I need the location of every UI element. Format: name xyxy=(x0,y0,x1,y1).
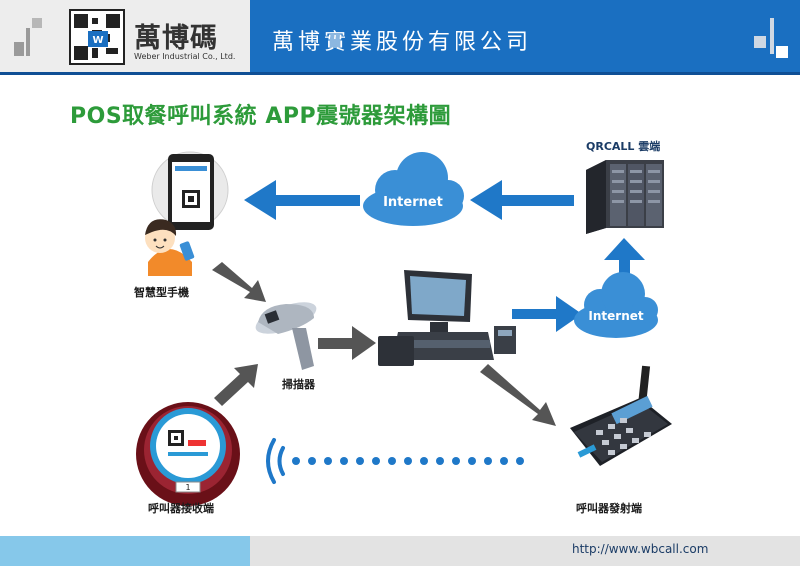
barcode-scanner-icon xyxy=(255,302,317,370)
receiver-label: 呼叫器接收端 xyxy=(148,502,214,515)
smartphone-icon xyxy=(151,151,229,230)
wireless-signal-icon xyxy=(266,438,285,484)
cloud-top-icon xyxy=(363,152,464,226)
page-title: POS取餐呼叫系統 APP震號器架構圖 xyxy=(70,104,452,129)
arrow-head-scanner-to-pos xyxy=(352,326,376,360)
pos-terminal-icon xyxy=(378,270,516,366)
footer-right-bar xyxy=(250,536,800,566)
logo-english-name: Weber Industrial Co., Ltd. xyxy=(134,52,236,61)
scanner-label: 掃描器 xyxy=(282,378,315,391)
arrow-pos-to-cloud xyxy=(512,309,564,319)
grey-arrows xyxy=(212,262,556,426)
internet-top-label: Internet xyxy=(383,195,443,210)
website-url[interactable]: http://www.wbcall.com xyxy=(572,542,709,556)
cloud-mid-icon xyxy=(574,272,658,338)
qr-logo-icon: W xyxy=(69,9,125,65)
qrcall-cloud-label: QRCALL 雲端 xyxy=(586,140,661,153)
arrow-pos-to-transmitter xyxy=(480,364,556,426)
arrow-cloud-to-phone xyxy=(270,195,360,206)
company-name: 萬博實業股份有限公司 xyxy=(272,30,533,55)
corner-deco-left-icon xyxy=(14,18,42,56)
logo-chinese-name: 萬博碼 xyxy=(134,23,218,54)
arrow-head-pos-to-cloud xyxy=(556,296,582,332)
arrow-cloud-to-server xyxy=(619,252,630,274)
smartphone-label: 智慧型手機 xyxy=(134,286,189,299)
header-divider xyxy=(0,72,800,75)
arrow-receiver-to-scanner xyxy=(214,364,258,406)
svg-text:W: W xyxy=(92,35,103,46)
server-rack-icon xyxy=(586,160,664,234)
arrow-head-cloud-to-phone xyxy=(244,180,276,220)
header-right-panel xyxy=(250,0,800,72)
pager-receiver-icon: 1 xyxy=(136,402,240,506)
svg-text:1: 1 xyxy=(185,483,190,492)
pager-transmitter-icon xyxy=(570,365,672,466)
blue-arrows xyxy=(244,180,645,332)
person-icon xyxy=(145,219,195,276)
arrow-phone-to-scanner xyxy=(212,262,266,302)
wireless-dots xyxy=(292,457,524,465)
internet-mid-label: Internet xyxy=(588,309,643,323)
arrow-scanner-to-pos xyxy=(318,338,362,349)
transmitter-label: 呼叫器發射端 xyxy=(576,502,642,515)
arrow-head-server-to-cloud xyxy=(470,180,502,220)
arrow-server-to-cloud xyxy=(494,195,574,206)
corner-deco-right-icon xyxy=(754,18,788,58)
arrow-head-cloud-to-server xyxy=(604,238,645,260)
footer-left-bar xyxy=(0,536,250,566)
